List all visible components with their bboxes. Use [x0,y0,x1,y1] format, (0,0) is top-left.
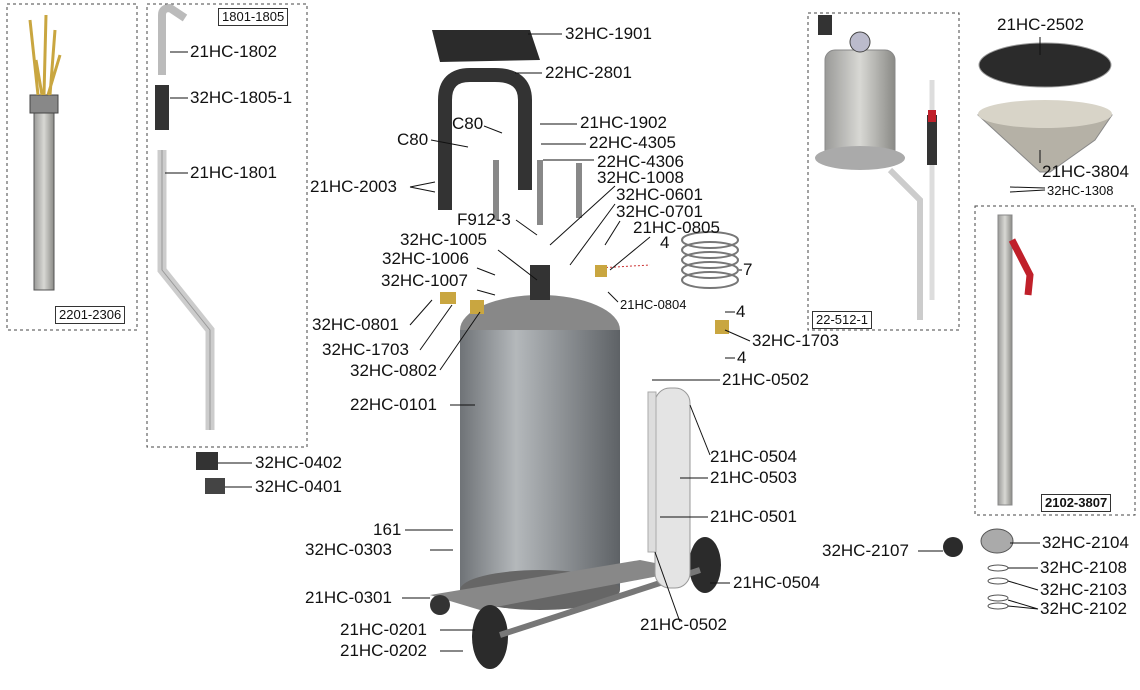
part-label: 32HC-1308 [1047,183,1114,198]
group-label-suction-set: 2102-3807 [1041,494,1112,512]
part-label: 22HC-4305 [589,133,676,152]
part-label: 32HC-1006 [382,249,469,268]
leader-lines [165,33,1046,652]
part-label: C80 [397,130,429,149]
part-label: 21HC-3804 [1042,162,1129,181]
part-label: C80 [452,114,484,133]
part-label: 21HC-0805 [633,218,720,237]
funnel-set [977,42,1113,173]
part-label: 4 [737,348,747,367]
group-label-probe-set: 1801-1805 [218,8,289,26]
part-label: 21HC-0502 [640,615,727,634]
part-label: 32HC-0802 [350,361,437,380]
part-label: 32HC-2103 [1040,580,1127,599]
part-label: 32HC-1703 [322,340,409,359]
part-label: 21HC-2502 [997,15,1084,34]
part-label: 21HC-0804 [620,297,687,312]
part-label: 22HC-4306 [597,152,684,171]
part-label: 4 [736,302,746,321]
part-label: 32HC-0601 [616,185,703,204]
part-label: 32HC-2102 [1040,599,1127,618]
part-label: 32HC-0701 [616,202,703,221]
part-label: 21HC-0501 [710,507,797,526]
part-label: 32HC-1008 [597,168,684,187]
part-label: 32HC-2107 [822,541,909,560]
part-label: 21HC-0503 [710,468,797,487]
part-label: 21HC-0502 [722,370,809,389]
part-label: 7 [743,260,753,279]
part-label: 32HC-0401 [255,477,342,496]
part-label: 32HC-1005 [400,230,487,249]
group-label-pump-set: 22-512-1 [812,311,873,329]
pump-set [815,15,937,320]
part-label: F912-3 [457,210,511,229]
suction-tube [943,214,1034,610]
part-label: 4 [660,233,670,252]
group-boxes [6,3,1136,516]
probe-set [155,3,225,494]
part-label: 32HC-1901 [565,24,652,43]
part-label: 21HC-2003 [310,177,397,196]
part-label: 21HC-1802 [190,42,277,61]
part-label: 21HC-0504 [710,447,797,466]
part-label: 32HC-1007 [381,271,468,290]
part-label: 32HC-0303 [305,540,392,559]
part-label: 32HC-2104 [1042,533,1129,552]
part-label: 32HC-1703 [752,331,839,350]
part-label: 22HC-2801 [545,63,632,82]
group-label-tube-set: 2201-2306 [55,306,126,324]
handle-assembly [432,30,582,225]
part-label: 21HC-0301 [305,588,392,607]
part-label: 21HC-0202 [340,641,427,660]
part-label: 21HC-0504 [733,573,820,592]
part-label: 32HC-0801 [312,315,399,334]
part-label: 22HC-0101 [350,395,437,414]
part-label: 161 [373,520,402,539]
part-label: 32HC-1805-1 [190,88,293,107]
part-label: 32HC-2108 [1040,558,1127,577]
tube-set [28,14,62,291]
part-label: 32HC-0402 [255,453,342,472]
part-label: 21HC-1902 [580,113,667,132]
part-label: 21HC-1801 [190,163,277,182]
tank [430,231,739,669]
part-label: 21HC-0201 [340,620,427,639]
